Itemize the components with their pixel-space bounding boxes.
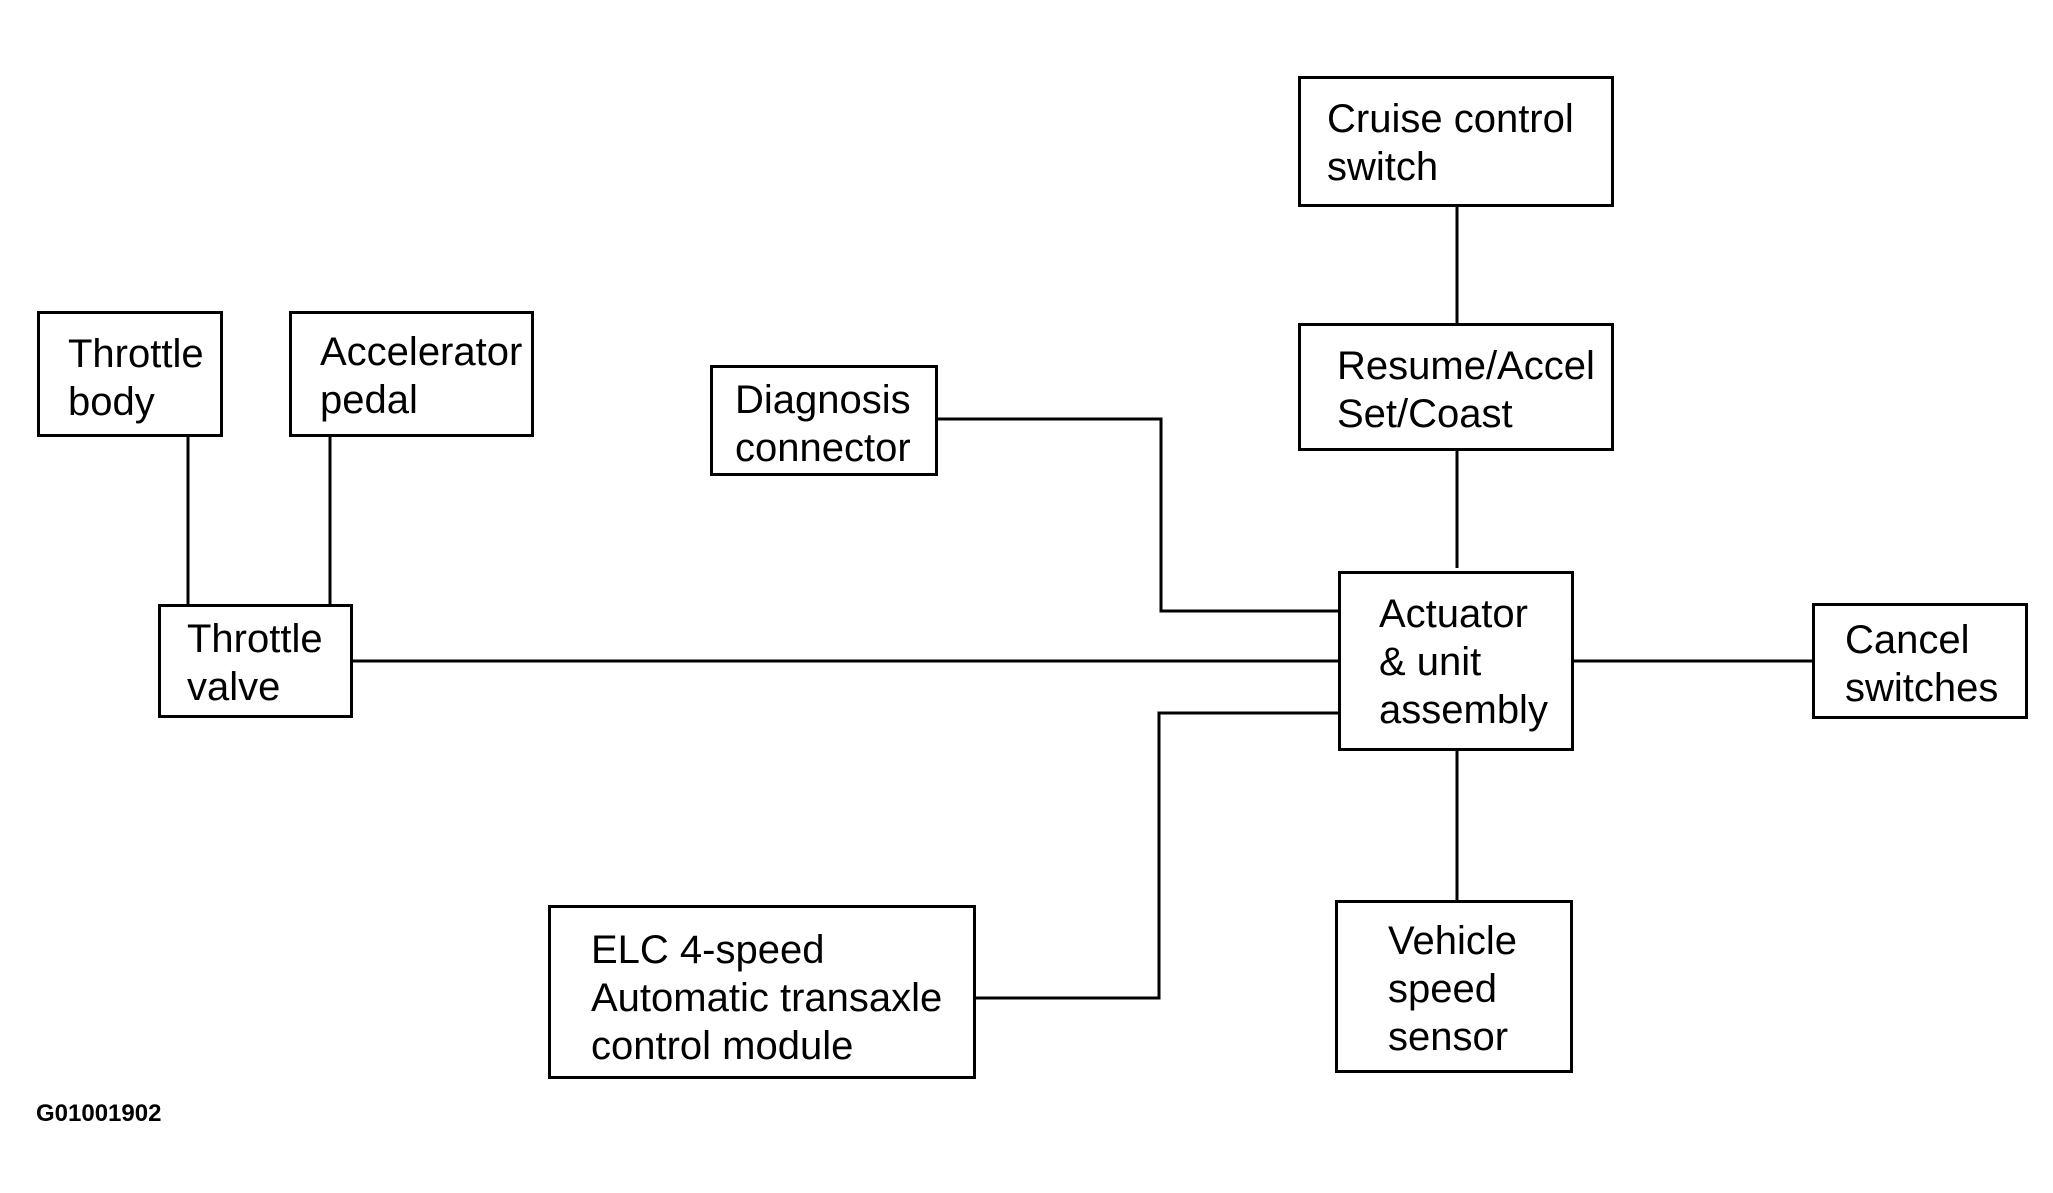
box-line: Vehicle: [1388, 919, 1517, 963]
box-line: switches: [1845, 666, 1999, 710]
actuator-unit-box: Actuator & unit assembly: [1338, 571, 1574, 751]
line-diagnosis-to-actuator: [938, 417, 1338, 613]
accelerator-pedal-box: Accelerator pedal: [289, 311, 534, 437]
box-line: control module: [591, 1024, 854, 1068]
box-line: speed: [1388, 967, 1497, 1011]
box-line: Throttle: [187, 617, 323, 661]
box-line: Diagnosis: [735, 378, 911, 422]
resume-accel-box: Resume/Accel Set/Coast: [1298, 323, 1614, 451]
cruise-control-switch-box: Cruise control switch: [1298, 76, 1614, 207]
box-line: valve: [187, 665, 281, 709]
throttle-body-box: Throttle body: [37, 311, 223, 437]
box-line: sensor: [1388, 1015, 1509, 1059]
line-elc-to-actuator: [976, 711, 1338, 1000]
box-line: connector: [735, 426, 911, 470]
box-line: Accelerator: [320, 330, 523, 374]
throttle-valve-box: Throttle valve: [158, 604, 353, 718]
cancel-switches-box: Cancel switches: [1812, 603, 2028, 719]
box-line: Automatic transaxle: [591, 976, 943, 1020]
box-line: pedal: [320, 378, 418, 422]
box-line: Actuator: [1379, 592, 1528, 636]
box-line: Cancel: [1845, 618, 1970, 662]
box-line: Cruise control: [1327, 97, 1574, 141]
box-line: switch: [1327, 145, 1439, 189]
box-line: Set/Coast: [1337, 392, 1513, 436]
vehicle-speed-sensor-box: Vehicle speed sensor: [1335, 900, 1573, 1073]
box-line: Resume/Accel: [1337, 344, 1595, 388]
diagnosis-connector-box: Diagnosis connector: [710, 365, 938, 476]
box-line: ELC 4-speed: [591, 928, 825, 972]
figure-id: G01001902: [36, 1100, 162, 1127]
box-line: & unit: [1379, 640, 1482, 684]
box-line: body: [68, 380, 155, 424]
box-line: Throttle: [68, 332, 204, 376]
elc-module-box: ELC 4-speed Automatic transaxle control …: [548, 905, 976, 1079]
box-line: assembly: [1379, 688, 1548, 732]
